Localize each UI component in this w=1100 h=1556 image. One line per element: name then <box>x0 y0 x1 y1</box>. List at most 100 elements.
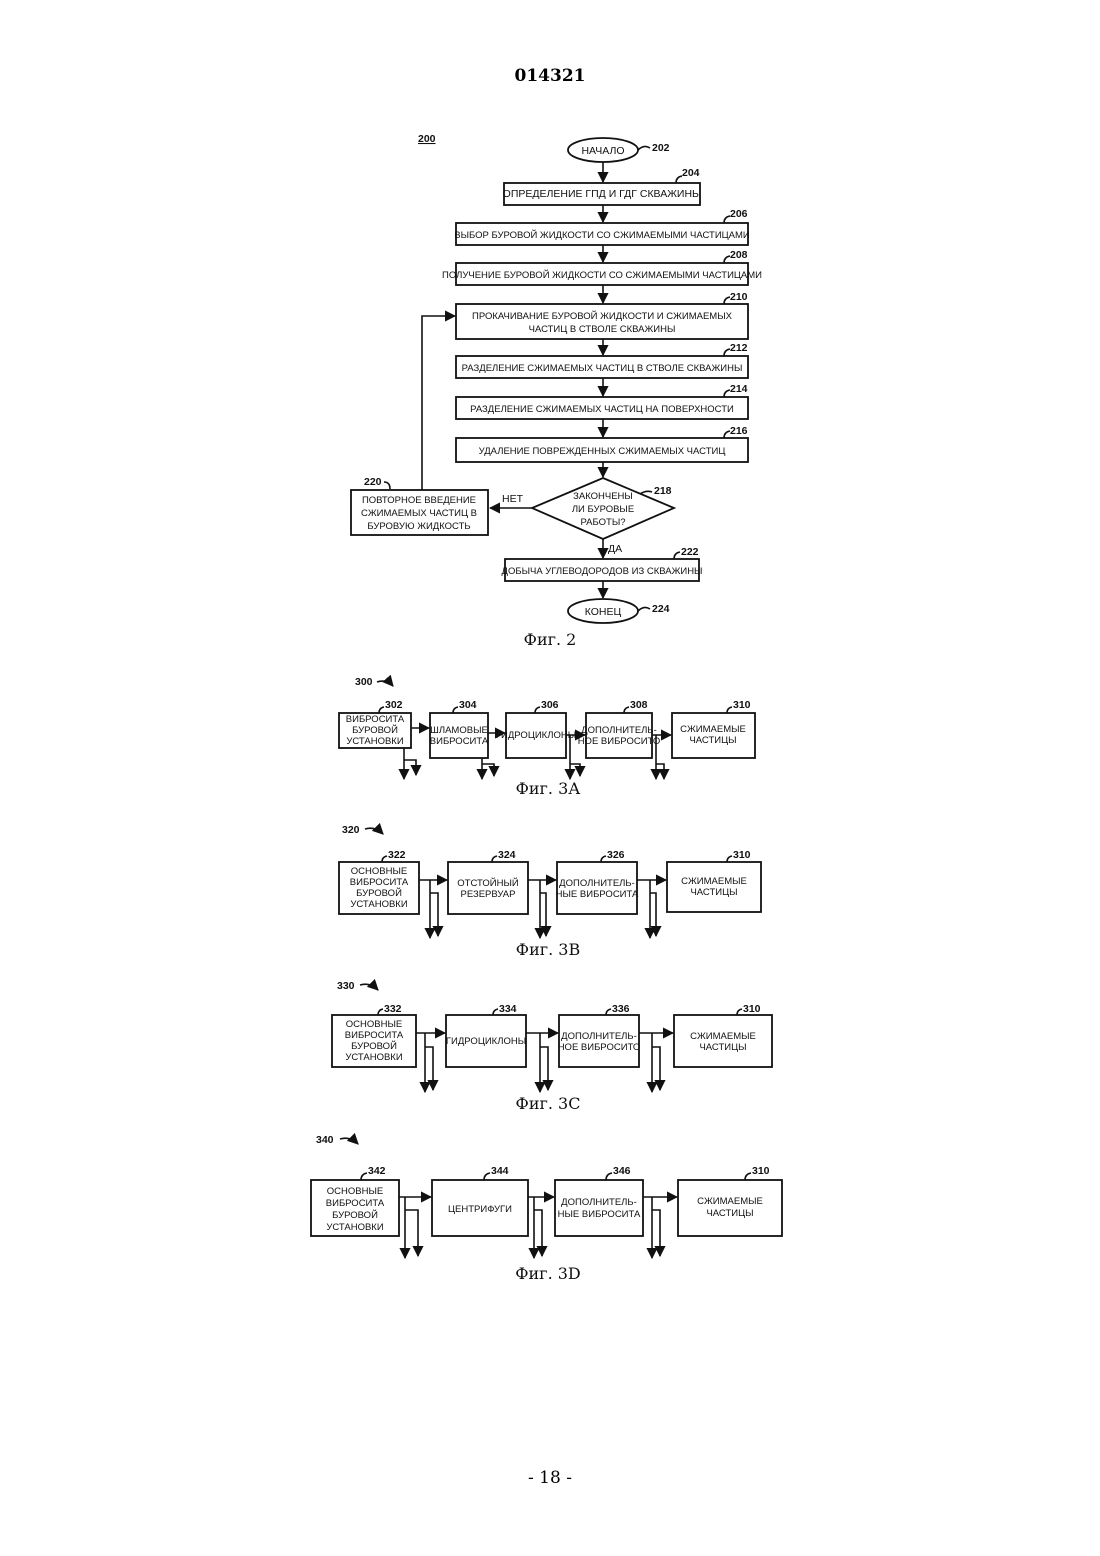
fig2-reintroduce-text-1: ПОВТОРНОЕ ВВЕДЕНИЕ <box>362 495 476 506</box>
fig3a-ref: 300 <box>355 676 373 688</box>
fig2-reintroduce-leader <box>384 482 390 489</box>
fig3a-leader-302 <box>379 707 384 713</box>
fig3a-box-306-text: ГИДРОЦИКЛОНЫ <box>496 730 576 741</box>
fig2-caption: Фиг. 2 <box>524 630 577 649</box>
fig3b-leader-324 <box>492 856 497 862</box>
fig3b-leader-310 <box>727 856 732 862</box>
fig2-ref: 200 <box>418 133 436 145</box>
fig3b-box-326-text-1: ДОПОЛНИТЕЛЬ- <box>559 878 635 889</box>
fig3c-box-332-text-2: ВИБРОСИТА <box>345 1030 404 1041</box>
fig3b-ref-arrow <box>365 828 383 834</box>
fig3b-caption: Фиг. 3В <box>516 940 580 959</box>
fig3d-box-310-text-2: ЧАСТИЦЫ <box>706 1208 753 1219</box>
fig3d-box-342-text-2: ВИБРОСИТА <box>326 1198 385 1209</box>
fig3c-ref-336: 336 <box>612 1003 630 1015</box>
fig2-step-214-text: РАЗДЕЛЕНИЕ СЖИМАЕМЫХ ЧАСТИЦ НА ПОВЕРХНОС… <box>470 404 734 415</box>
fig3a-box-308-text-1: ДОПОЛНИТЕЛЬ- <box>581 725 657 736</box>
fig3b-ref: 320 <box>342 824 360 836</box>
fig2-reintroduce-ref: 220 <box>364 476 382 488</box>
fig3b-ref-310: 310 <box>733 849 751 861</box>
fig2-step-212-ref: 212 <box>730 342 748 354</box>
fig2-step-214-ref: 214 <box>730 383 748 395</box>
fig3d-leader-346 <box>606 1173 612 1180</box>
fig3b-leader-322 <box>382 856 387 862</box>
fig3d-box-346 <box>555 1180 643 1236</box>
fig3c-box-336-text-1: ДОПОЛНИТЕЛЬ- <box>561 1031 637 1042</box>
fig2-no-label: НЕТ <box>502 493 524 505</box>
fig2-decision-text-2: ЛИ БУРОВЫЕ <box>572 504 634 515</box>
fig3c-diagram: 330 ОСНОВНЫЕ ВИБРОСИТА БУРОВОЙ УСТАНОВКИ… <box>332 980 772 1113</box>
fig3d-leader-310 <box>745 1173 751 1180</box>
fig2-end-leader <box>638 607 650 611</box>
fig3a-box-308-text-2: НОЕ ВИБРОСИТО <box>578 736 661 747</box>
fig3a-drop-3b <box>570 764 580 776</box>
fig3b-box-322-text-1: ОСНОВНЫЕ <box>351 866 407 877</box>
fig3c-ref: 330 <box>337 980 355 992</box>
fig3c-leader-310 <box>737 1009 742 1015</box>
fig3a-box-302-text-1: ВИБРОСИТА <box>346 714 405 725</box>
fig3d-box-346-text-2: НЫЕ ВИБРОСИТА <box>558 1209 641 1220</box>
fig3a-leader-304 <box>453 707 458 713</box>
fig2-step-208-ref: 208 <box>730 249 748 261</box>
fig3a-leader-310 <box>727 707 732 713</box>
fig2-loop-arrow <box>422 316 455 490</box>
fig2-decision-ref: 218 <box>654 485 672 497</box>
fig3d-ref-arrow <box>340 1138 358 1144</box>
fig3c-box-332-text-1: ОСНОВНЫЕ <box>346 1019 402 1030</box>
fig3d-ref-344: 344 <box>491 1165 509 1177</box>
fig3c-box-310-text-1: СЖИМАЕМЫЕ <box>690 1031 756 1042</box>
fig3a-ref-arrow <box>377 681 393 686</box>
fig2-step-208-text: ПОЛУЧЕНИЕ БУРОВОЙ ЖИДКОСТИ СО СЖИМАЕМЫМИ… <box>442 269 762 281</box>
fig2-step-204-text: ОПРЕДЕЛЕНИЕ ГПД И ГДГ СКВАЖИНЫ <box>503 188 702 200</box>
fig3a-ref-308: 308 <box>630 699 648 711</box>
fig3a-caption: Фиг. 3А <box>516 779 581 798</box>
fig3a-box-304-text-2: ВИБРОСИТА <box>430 736 489 747</box>
fig2-reintroduce-text-3: БУРОВУЮ ЖИДКОСТЬ <box>367 521 470 532</box>
fig2-production-leader <box>674 552 680 559</box>
fig3a-drop-2b <box>482 764 494 776</box>
fig3a-ref-302: 302 <box>385 699 403 711</box>
fig3c-drop-1b <box>425 1047 433 1090</box>
fig3a-box-310-text-1: СЖИМАЕМЫЕ <box>680 724 746 735</box>
fig3a-leader-308 <box>624 707 629 713</box>
fig2-step-206-ref: 206 <box>730 208 748 220</box>
fig3b-drop-1b <box>430 893 438 936</box>
fig3c-ref-arrow <box>360 984 378 990</box>
fig3b-box-324-text-1: ОТСТОЙНЫЙ <box>457 877 519 889</box>
fig3b-ref-322: 322 <box>388 849 406 861</box>
fig2-reintroduce-text-2: СЖИМАЕМЫХ ЧАСТИЦ В <box>361 508 477 519</box>
fig3d-box-344-text: ЦЕНТРИФУГИ <box>448 1204 512 1215</box>
fig3a-drop-4b <box>656 764 664 779</box>
fig2-step-206-text: ВЫБОР БУРОВОЙ ЖИДКОСТИ СО СЖИМАЕМЫМИ ЧАС… <box>454 229 750 241</box>
fig2-step-216-text: УДАЛЕНИЕ ПОВРЕЖДЕННЫХ СЖИМАЕМЫХ ЧАСТИЦ <box>479 446 726 457</box>
page-number: - 18 - <box>0 1468 1100 1488</box>
fig3d-drop-2b <box>534 1210 542 1256</box>
fig3a-ref-306: 306 <box>541 699 559 711</box>
fig3c-drop-3b <box>652 1047 660 1090</box>
fig3d-ref-342: 342 <box>368 1165 386 1177</box>
fig3c-box-332-text-3: БУРОВОЙ <box>351 1040 397 1052</box>
fig2-production-text: ДОБЫЧА УГЛЕВОДОРОДОВ ИЗ СКВАЖИНЫ <box>502 566 703 577</box>
fig3b-box-310-text-1: СЖИМАЕМЫЕ <box>681 876 747 887</box>
fig3d-leader-342 <box>361 1173 367 1180</box>
fig3c-ref-332: 332 <box>384 1003 402 1015</box>
fig3a-leader-306 <box>535 707 540 713</box>
fig2-step-210-text-2: ЧАСТИЦ В СТВОЛЕ СКВАЖИНЫ <box>529 324 676 335</box>
fig3d-caption: Фиг. 3D <box>515 1264 581 1283</box>
fig2-step-212-text: РАЗДЕЛЕНИЕ СЖИМАЕМЫХ ЧАСТИЦ В СТВОЛЕ СКВ… <box>462 363 743 374</box>
fig3d-leader-344 <box>484 1173 490 1180</box>
fig2-step-210-ref: 210 <box>730 291 748 303</box>
fig3c-box-332-text-4: УСТАНОВКИ <box>345 1052 403 1063</box>
fig3d-drop-1b <box>405 1210 418 1256</box>
fig3b-leader-326 <box>601 856 606 862</box>
fig3c-box-310-text-2: ЧАСТИЦЫ <box>699 1042 746 1053</box>
fig3b-box-322-text-4: УСТАНОВКИ <box>350 899 408 910</box>
fig3a-box-302-text-3: УСТАНОВКИ <box>346 736 404 747</box>
fig2-end-label: КОНЕЦ <box>585 606 622 618</box>
fig2-start-label: НАЧАЛО <box>581 145 624 157</box>
fig3b-diagram: 320 ОСНОВНЫЕ ВИБРОСИТА БУРОВОЙ УСТАНОВКИ… <box>339 824 761 959</box>
fig3d-ref-310: 310 <box>752 1165 770 1177</box>
fig3d-box-342-text-1: ОСНОВНЫЕ <box>327 1186 383 1197</box>
fig3b-drop-3b <box>650 893 656 936</box>
